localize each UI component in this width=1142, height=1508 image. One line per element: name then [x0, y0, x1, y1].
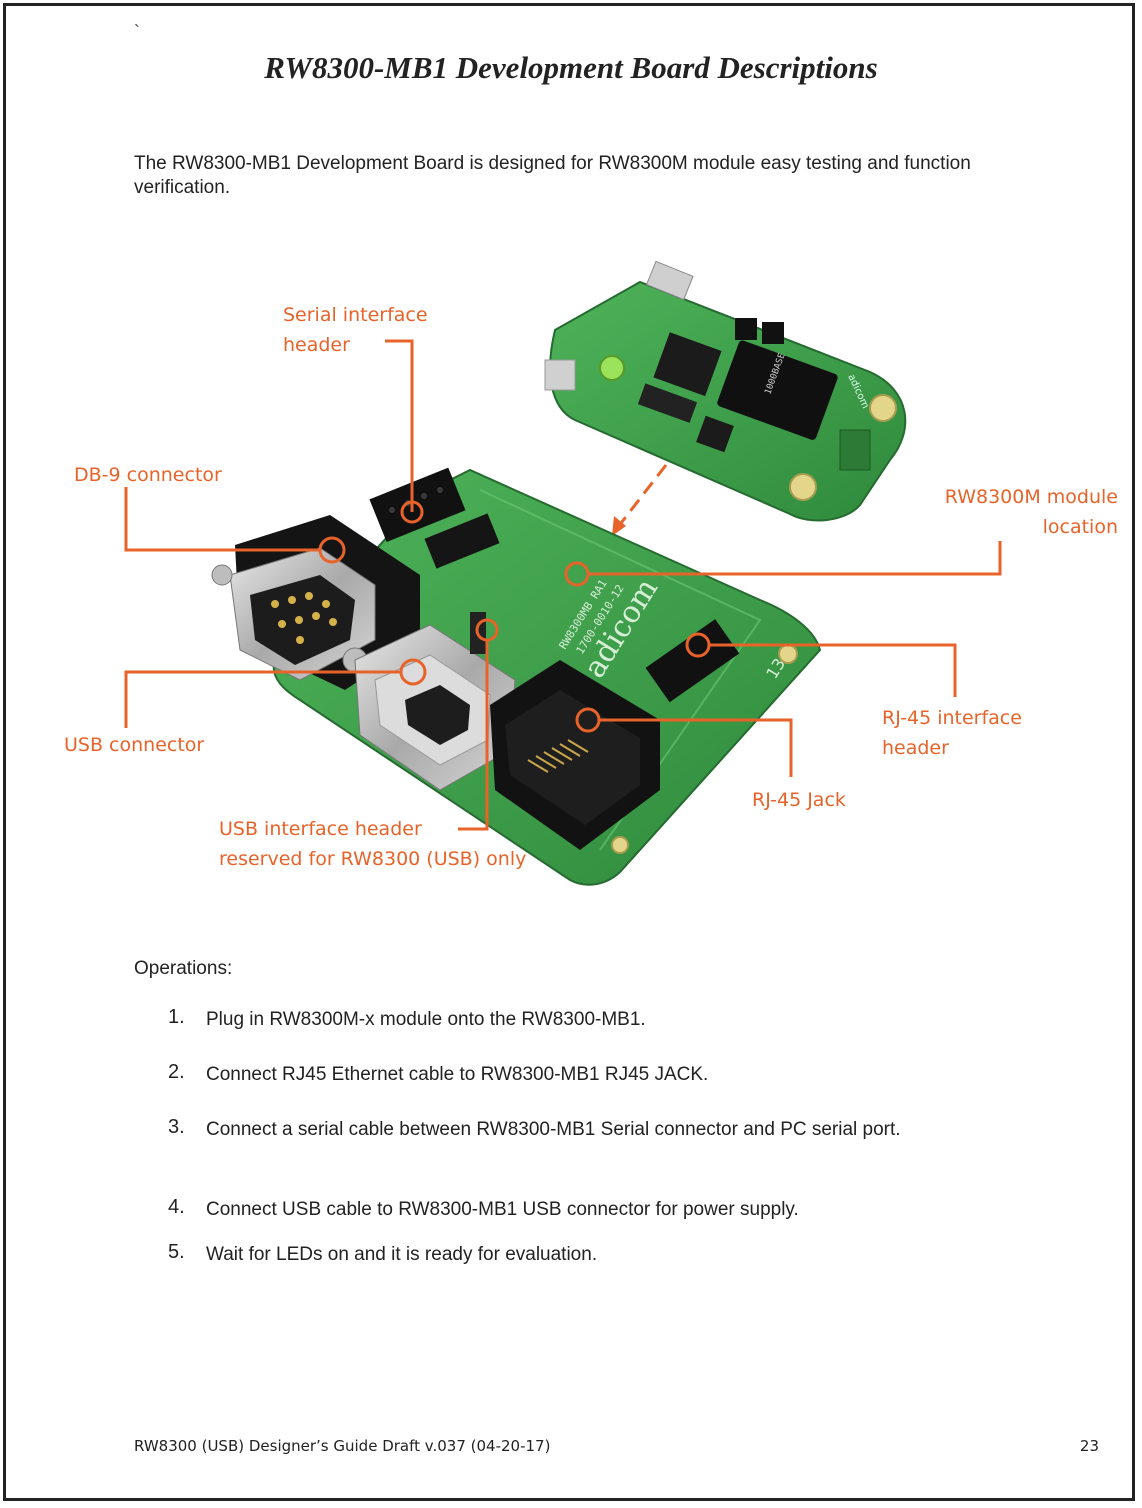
page-title: RW8300-MB1 Development Board Description…	[264, 50, 878, 85]
callout-rj45-interface-header: RJ-45 interface header	[882, 707, 1022, 759]
footer-document-title: RW8300 (USB) Designer’s Guide Draft v.03…	[134, 1437, 551, 1455]
callout-module-location: RW8300M module location	[944, 486, 1118, 538]
board-photo: 1000BASE adicom	[124, 260, 1002, 886]
callout-rj45-jack: RJ-45 Jack	[752, 789, 846, 811]
callout-db9-connector: DB-9 connector	[74, 464, 222, 486]
list-item: 1. Plug in RW8300M-x module onto the RW8…	[168, 1006, 998, 1063]
step-text: Connect a serial cable between RW8300-MB…	[206, 1119, 901, 1140]
list-item: 3. Connect a serial cable between RW8300…	[168, 1116, 998, 1198]
insert-arrow	[612, 464, 668, 536]
step-text: Plug in RW8300M-x module onto the RW8300…	[206, 1009, 646, 1030]
board-figure: 1000BASE adicom	[0, 240, 1142, 900]
step-number: 3.	[168, 1116, 185, 1138]
step-number: 4.	[168, 1196, 185, 1218]
operations-list: 1. Plug in RW8300M-x module onto the RW8…	[168, 1006, 998, 1266]
step-text: Connect RJ45 Ethernet cable to RW8300-MB…	[206, 1064, 709, 1085]
stray-mark: `	[134, 22, 140, 42]
step-number: 2.	[168, 1061, 185, 1083]
list-item: 4. Connect USB cable to RW8300-MB1 USB c…	[168, 1196, 998, 1243]
operations-heading: Operations:	[134, 958, 233, 979]
callout-usb-connector: USB connector	[64, 734, 205, 756]
step-text: Connect USB cable to RW8300-MB1 USB conn…	[206, 1199, 799, 1220]
page-frame	[3, 3, 1135, 1501]
step-text: Wait for LEDs on and it is ready for eva…	[206, 1244, 598, 1265]
callout-leaders	[124, 339, 1002, 831]
footer-page-number: 23	[1079, 1437, 1099, 1455]
list-item: 2. Connect RJ45 Ethernet cable to RW8300…	[168, 1061, 998, 1118]
db9-connector	[211, 515, 420, 690]
rw8300m-module: 1000BASE adicom	[544, 260, 907, 522]
usb-connector	[354, 624, 516, 791]
rj45-jack	[490, 660, 660, 850]
step-number: 5.	[168, 1241, 185, 1263]
callout-serial-interface-header: Serial interface header	[283, 304, 428, 356]
callout-usb-interface-header: USB interface header reserved for RW8300…	[219, 818, 527, 870]
list-item: 5. Wait for LEDs on and it is ready for …	[168, 1241, 998, 1266]
step-number: 1.	[168, 1006, 185, 1028]
intro-paragraph: The RW8300-MB1 Development Board is desi…	[134, 153, 971, 198]
